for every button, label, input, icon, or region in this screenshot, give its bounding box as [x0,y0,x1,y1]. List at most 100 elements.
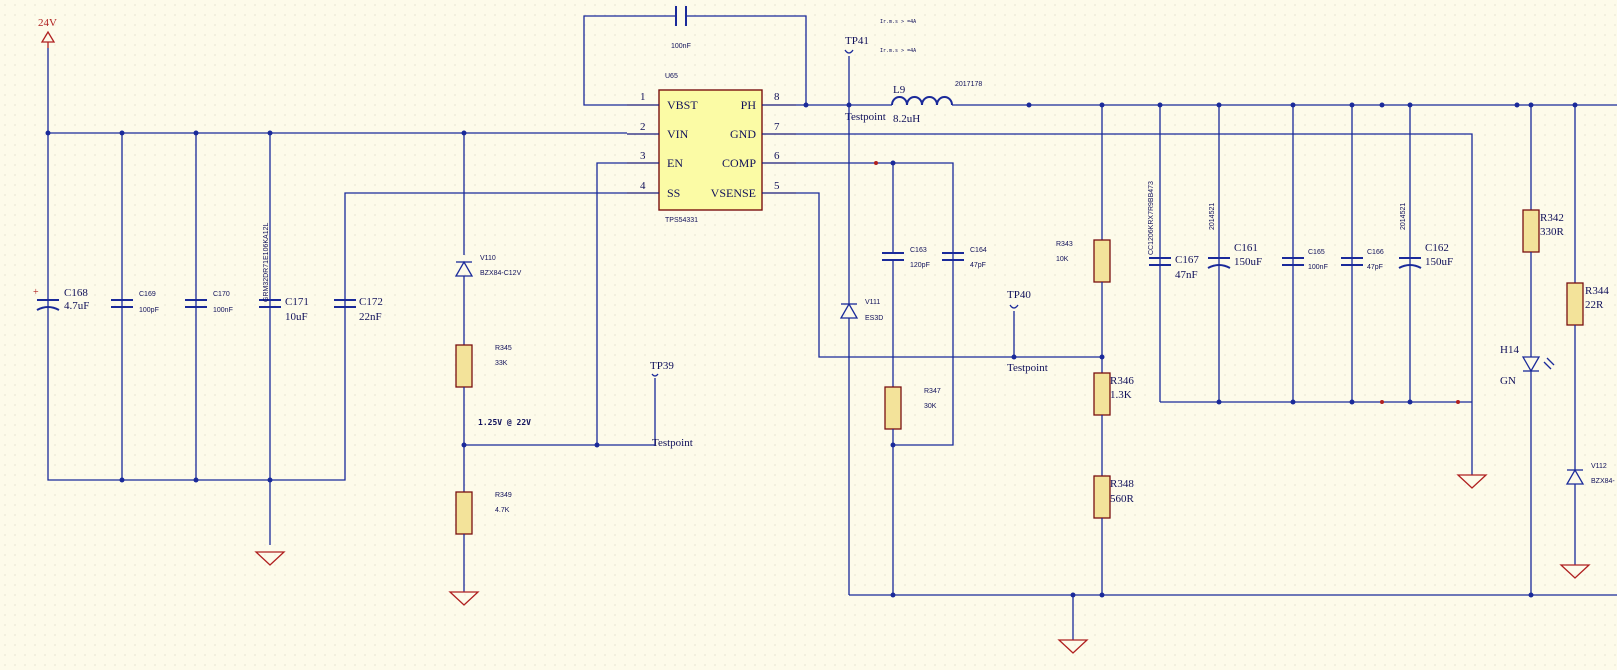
capacitor-c167[interactable]: CC1206KRX7R9BB473 C167 47nF [1148,181,1199,281]
ground-symbol-main [1057,639,1089,654]
r343-ref: R343 [1056,241,1073,248]
testpoint-tp41[interactable]: TP41 Testpoint [844,35,886,123]
testpoint-tp39[interactable]: TP39 Testpoint [650,360,693,449]
resistor-r347[interactable]: R347 30K [884,386,941,430]
c168-ref: C168 [64,287,88,299]
pin-6-num: 6 [774,150,780,162]
power-label: 24V [38,17,57,29]
inductor-l9[interactable]: L9 8.2uH 2017178 [891,81,982,125]
capacitor-c161[interactable]: 2014521 C161 150uF [1207,203,1262,269]
resistor-r349[interactable]: R349 4.7K [455,491,512,535]
v112-ref: V112 [1591,463,1607,470]
l9-value: 8.2uH [893,113,920,125]
c172-ref: C172 [359,296,383,308]
c164-ref: C164 [970,247,987,254]
capacitor-c162[interactable]: 2014521 C162 150uF [1398,203,1453,269]
r344-value: 22R [1585,299,1604,311]
ic-u65[interactable]: U65 TPS54331 1 2 3 4 5 6 7 8 VBST VIN EN… [627,73,796,224]
c167-value: 47nF [1175,269,1198,281]
r349-ref: R349 [495,492,512,499]
resistor-r348[interactable]: R348 560R [1093,475,1135,519]
pin-3-num: 3 [640,150,646,162]
h14-ref: H14 [1500,344,1519,356]
c169-ref: C169 [139,291,156,298]
c170-value: 100nF [213,307,233,314]
c170-ref: C170 [213,291,230,298]
tp39-ref: TP39 [650,360,674,372]
zener-v112[interactable]: V112 BZX84- [1565,463,1615,485]
capacitor-c163[interactable]: C163 120pF [882,247,930,269]
capacitor-c168[interactable]: + C168 4.7uF [33,287,89,312]
testpoint-tp40[interactable]: TP40 Testpoint [1007,289,1048,374]
r346-ref: R346 [1110,375,1134,387]
c166-ref: C166 [1367,249,1384,256]
output-cap-wires [1159,105,1472,403]
pin-1-name: VBST [667,98,698,112]
h14-color: GN [1500,375,1516,387]
r344-ref: R344 [1585,285,1609,297]
r342-value: 330R [1540,226,1565,238]
tp41-ref: TP41 [845,35,869,47]
diode-v111[interactable]: V111 ES3D [839,299,883,322]
resistor-r342[interactable]: R342 330R [1522,209,1565,253]
power-port-24v[interactable]: 24V [38,17,57,48]
pin-4-name: SS [667,186,680,200]
c167-ref: C167 [1175,254,1199,266]
ic-ref: U65 [665,73,678,80]
resistor-r346[interactable]: R346 1.3K [1093,372,1134,416]
ground-symbol-input [254,551,286,566]
r345-ref: R345 [495,345,512,352]
c168-value: 4.7uF [64,300,89,312]
ic-part: TPS54331 [665,217,698,224]
capacitor-bootstrap[interactable]: 100nF [583,6,807,106]
pin-6-name: COMP [722,156,756,170]
r347-value: 30K [924,403,937,410]
c165-value: 100nF [1308,264,1328,271]
tp41-label: Testpoint [845,111,886,123]
v112-part: BZX84- [1591,478,1615,485]
capacitor-c171[interactable]: GRM32DR71E106KA12L C171 10uF [259,223,309,323]
pin-2-num: 2 [640,121,646,133]
capacitor-c166[interactable]: C166 47pF [1341,249,1384,271]
resistor-r343[interactable]: R343 10K [1056,239,1111,283]
c169-value: 100pF [139,307,159,314]
junction-dots [45,102,1578,598]
v110-ref: V110 [480,255,496,262]
c165-ref: C165 [1308,249,1325,256]
irms-note-1: Ir.m.s > =4A [880,19,916,25]
pin-5-num: 5 [774,180,780,192]
irms-note-2: Ir.m.s > =4A [880,48,916,54]
c163-value: 120pF [910,262,930,269]
capacitor-c165[interactable]: C165 100nF [1282,249,1328,271]
c164-value: 47pF [970,262,986,269]
pin-3-name: EN [667,156,683,170]
svg-text:+: + [33,287,39,298]
capacitor-c170[interactable]: C170 100nF [185,291,233,314]
c162-ref: C162 [1425,242,1449,254]
c162-value: 150uF [1425,256,1453,268]
c171-ref: C171 [285,296,309,308]
c171-value: 10uF [285,311,308,323]
resistor-r344[interactable]: R344 22R [1566,282,1609,326]
divider-note: 1.25V @ 22V [478,418,531,427]
r343-value: 10K [1056,256,1069,263]
tp39-label: Testpoint [652,437,693,449]
c167-part: CC1206KRX7R9BB473 [1148,181,1155,255]
pin-8-name: PH [741,98,757,112]
r348-value: 560R [1110,493,1135,505]
capacitor-c172[interactable]: C172 22nF [334,296,383,323]
power-arrow-icon [40,30,56,43]
pin-1-num: 1 [640,91,646,103]
capacitor-c164[interactable]: C164 47pF [942,247,987,269]
c161-value: 150uF [1234,256,1262,268]
tp40-ref: TP40 [1007,289,1031,301]
zener-v110[interactable]: V110 BZX84-C12V [454,255,522,345]
pin-8-num: 8 [774,91,780,103]
capacitor-c169[interactable]: C169 100pF [111,291,159,314]
resistor-r345[interactable]: R345 33K [455,344,512,388]
v111-ref: V111 [865,299,880,306]
c166-value: 47pF [1367,264,1383,271]
led-h14[interactable]: H14 GN [1500,344,1555,387]
c161-code: 2014521 [1209,203,1216,230]
